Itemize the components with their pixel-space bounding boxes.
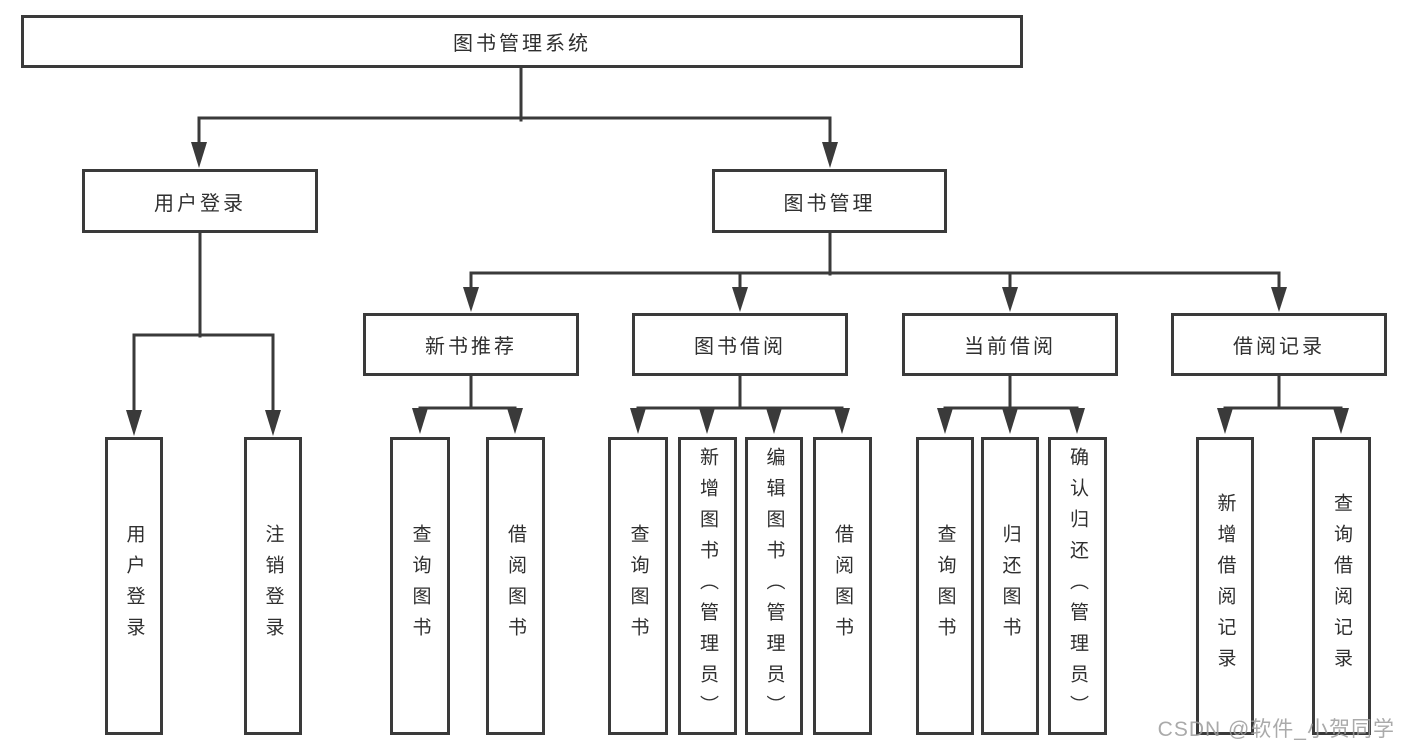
leaf-rec-query-books: 查询图书 bbox=[390, 437, 450, 735]
arrowhead-current-return-books bbox=[1002, 408, 1018, 434]
leaf-borrow-edit-books-admin-label: 编辑图书（管理员） bbox=[763, 446, 785, 726]
leaf-logout-login: 注销登录 bbox=[244, 437, 302, 735]
csdn-watermark: CSDN @软件_小贺同学 bbox=[1157, 718, 1395, 741]
node-new-book-recommend: 新书推荐 bbox=[363, 313, 579, 376]
leaf-current-return-books-label: 归还图书 bbox=[999, 524, 1021, 648]
node-book-borrow-label: 图书借阅 bbox=[694, 336, 786, 358]
arrowhead-current-borrow bbox=[1002, 287, 1018, 312]
arrowhead-borrow-add-books bbox=[699, 408, 715, 434]
arrowhead-book-borrow bbox=[732, 287, 748, 312]
leaf-current-confirm-return-admin-label: 确认归还（管理员） bbox=[1067, 446, 1088, 726]
leaf-borrow-borrow-books: 借阅图书 bbox=[813, 437, 872, 735]
connector-user-login-branch bbox=[132, 333, 275, 414]
leaf-rec-borrow-books-label: 借阅图书 bbox=[505, 524, 526, 648]
node-book-borrow: 图书借阅 bbox=[632, 313, 848, 376]
leaf-logout-login-label: 注销登录 bbox=[262, 524, 284, 648]
connector-level3-branch bbox=[469, 271, 1281, 291]
arrowhead-records-query-record bbox=[1333, 408, 1349, 434]
node-root-system: 图书管理系统 bbox=[21, 15, 1023, 68]
node-user-login-label: 用户登录 bbox=[154, 192, 246, 215]
leaf-records-add-record: 新增借阅记录 bbox=[1196, 437, 1254, 735]
node-root-system-label: 图书管理系统 bbox=[453, 33, 591, 55]
arrowhead-leaf-user-login bbox=[126, 410, 142, 436]
leaf-user-login-label: 用户登录 bbox=[123, 524, 145, 648]
leaf-borrow-edit-books-admin: 编辑图书（管理员） bbox=[745, 437, 803, 735]
node-user-login: 用户登录 bbox=[82, 169, 318, 233]
leaf-current-query-books-label: 查询图书 bbox=[934, 524, 956, 648]
leaf-current-query-books: 查询图书 bbox=[916, 437, 974, 735]
leaf-borrow-query-books: 查询图书 bbox=[608, 437, 668, 735]
arrowhead-rec-query-books bbox=[412, 408, 428, 434]
leaf-records-query-record: 查询借阅记录 bbox=[1312, 437, 1371, 735]
leaf-borrow-add-books-admin: 新增图书（管理员） bbox=[678, 437, 737, 735]
leaf-user-login: 用户登录 bbox=[105, 437, 163, 735]
node-borrow-records: 借阅记录 bbox=[1171, 313, 1387, 376]
node-borrow-records-label: 借阅记录 bbox=[1233, 336, 1325, 358]
arrowhead-leaf-logout bbox=[265, 410, 281, 436]
leaf-records-add-record-label: 新增借阅记录 bbox=[1214, 493, 1236, 679]
leaf-current-return-books: 归还图书 bbox=[981, 437, 1039, 735]
arrowhead-current-query-books bbox=[937, 408, 953, 434]
connector-level1-branch bbox=[197, 116, 832, 146]
leaf-borrow-borrow-books-label: 借阅图书 bbox=[832, 524, 853, 648]
node-new-book-recommend-label: 新书推荐 bbox=[425, 336, 517, 358]
leaf-borrow-add-books-admin-label: 新增图书（管理员） bbox=[697, 446, 718, 726]
leaf-rec-query-books-label: 查询图书 bbox=[409, 524, 431, 648]
node-current-borrow-label: 当前借阅 bbox=[964, 336, 1056, 358]
arrowhead-book-management bbox=[822, 142, 838, 168]
leaf-borrow-query-books-label: 查询图书 bbox=[627, 524, 649, 648]
arrowhead-borrow-edit-books bbox=[766, 408, 782, 434]
arrowhead-borrow-records bbox=[1271, 287, 1287, 312]
arrowhead-records-add-record bbox=[1217, 408, 1233, 434]
leaf-rec-borrow-books: 借阅图书 bbox=[486, 437, 545, 735]
arrowhead-rec-borrow-books bbox=[507, 408, 523, 434]
node-book-management: 图书管理 bbox=[712, 169, 947, 233]
node-current-borrow: 当前借阅 bbox=[902, 313, 1118, 376]
arrowhead-new-book-recommend bbox=[463, 287, 479, 312]
arrowhead-current-confirm-return bbox=[1069, 408, 1085, 434]
node-book-management-label: 图书管理 bbox=[783, 192, 876, 215]
leaf-current-confirm-return-admin: 确认归还（管理员） bbox=[1048, 437, 1107, 735]
arrowhead-borrow-borrow-books bbox=[834, 408, 850, 434]
arrowhead-borrow-query-books bbox=[630, 408, 646, 434]
leaf-records-query-record-label: 查询借阅记录 bbox=[1331, 493, 1352, 679]
arrowhead-user-login bbox=[191, 142, 207, 168]
